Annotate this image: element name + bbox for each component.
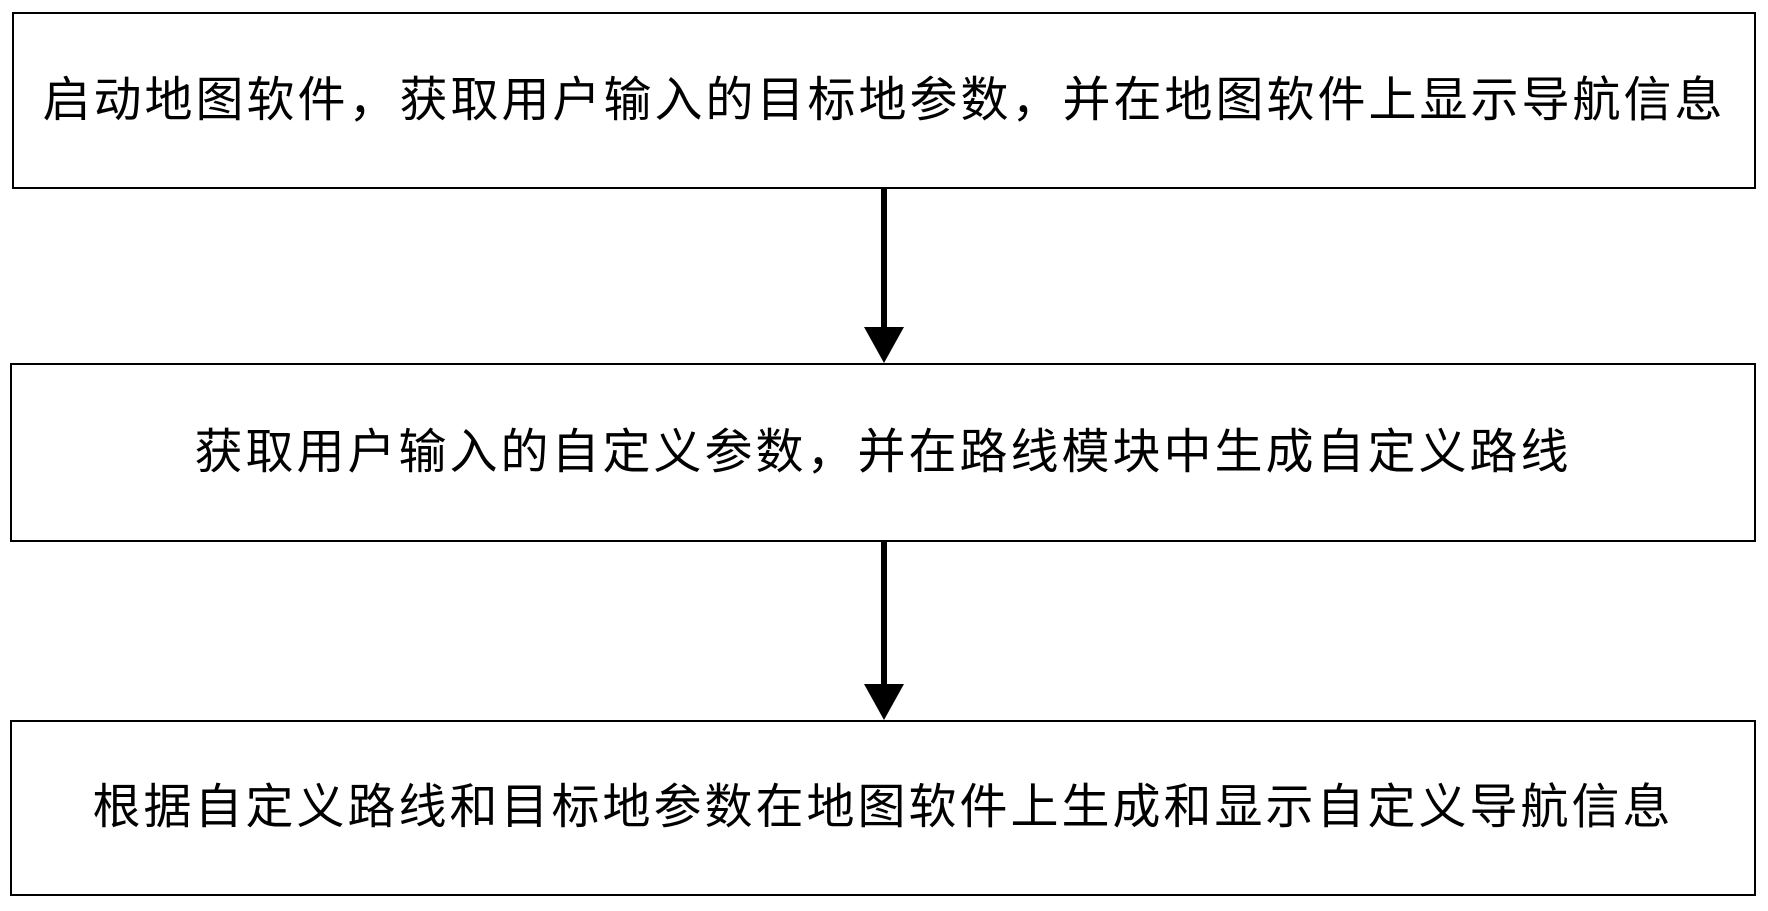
flow-step-box-1: 启动地图软件，获取用户输入的目标地参数，并在地图软件上显示导航信息 bbox=[12, 12, 1756, 189]
arrow-down-icon bbox=[864, 542, 904, 720]
arrow-shaft bbox=[881, 189, 887, 329]
flow-step-text-1: 启动地图软件，获取用户输入的目标地参数，并在地图软件上显示导航信息 bbox=[42, 73, 1726, 127]
flow-step-text-3: 根据自定义路线和目标地参数在地图软件上生成和显示自定义导航信息 bbox=[92, 781, 1674, 835]
flow-step-text-2: 获取用户输入的自定义参数，并在路线模块中生成自定义路线 bbox=[194, 425, 1572, 479]
arrow-shaft bbox=[881, 542, 887, 685]
flow-step-box-3: 根据自定义路线和目标地参数在地图软件上生成和显示自定义导航信息 bbox=[10, 720, 1756, 896]
arrow-down-icon bbox=[864, 189, 904, 363]
arrow-head bbox=[864, 327, 904, 363]
flow-step-box-2: 获取用户输入的自定义参数，并在路线模块中生成自定义路线 bbox=[10, 363, 1756, 542]
arrow-head bbox=[864, 684, 904, 720]
